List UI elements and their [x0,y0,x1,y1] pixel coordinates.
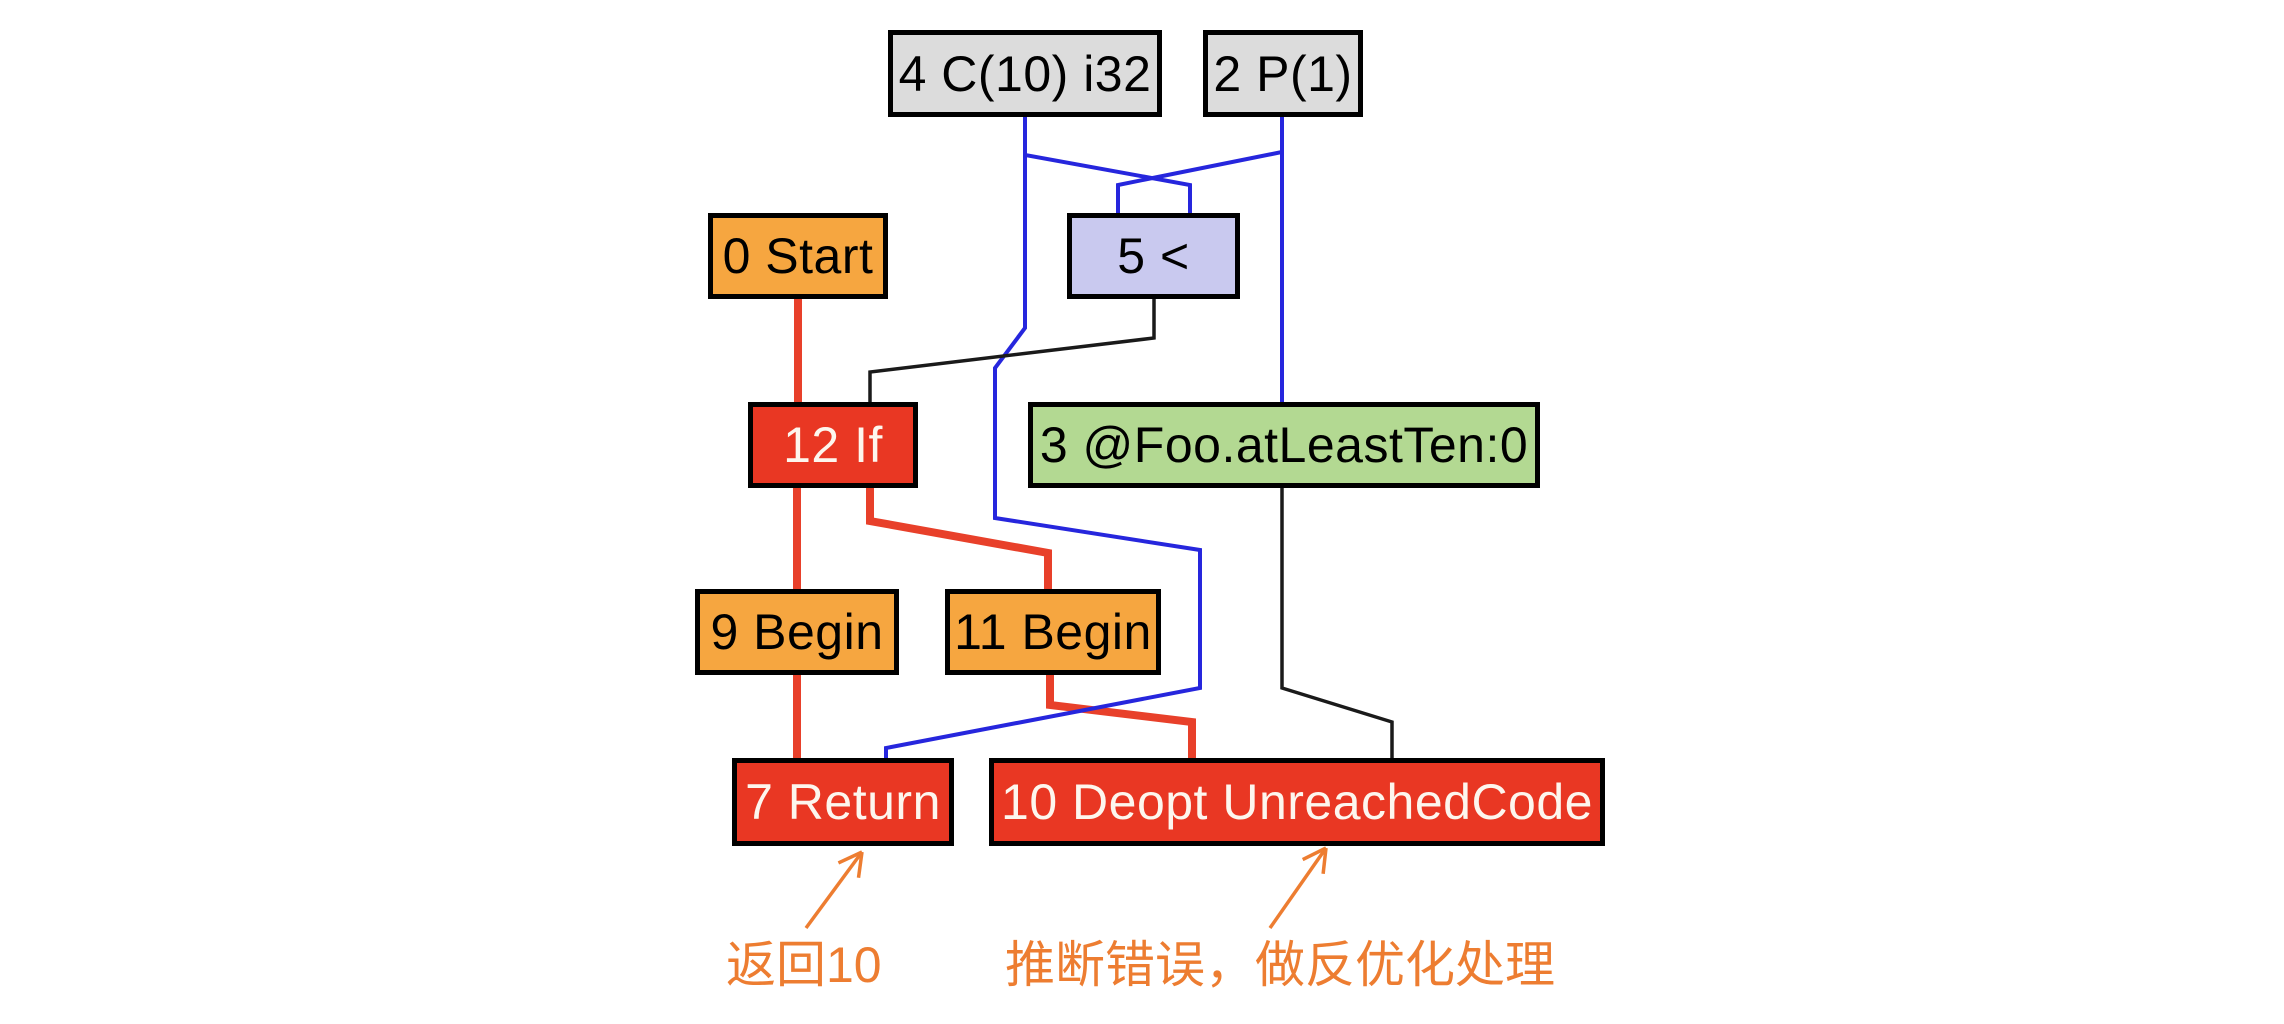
node-10-deopt[interactable]: 10 Deopt UnreachedCode [989,758,1605,846]
annotation-deopt-note: 推断错误，做反优化处理 [1005,937,1555,993]
node-7-return[interactable]: 7 Return [732,758,954,846]
node-2-parameter[interactable]: 2 P(1) [1203,30,1363,117]
node-5-less-than[interactable]: 5 < [1067,213,1240,299]
annotation-return-note: 返回10 [726,937,882,993]
node-9-begin[interactable]: 9 Begin [695,589,899,675]
node-11-begin[interactable]: 11 Begin [945,589,1161,675]
node-0-start[interactable]: 0 Start [708,213,888,299]
node-12-if[interactable]: 12 If [748,402,918,488]
node-3-foo-atleastten[interactable]: 3 @Foo.atLeastTen:0 [1028,402,1540,488]
node-4-constant[interactable]: 4 C(10) i32 [888,30,1162,117]
